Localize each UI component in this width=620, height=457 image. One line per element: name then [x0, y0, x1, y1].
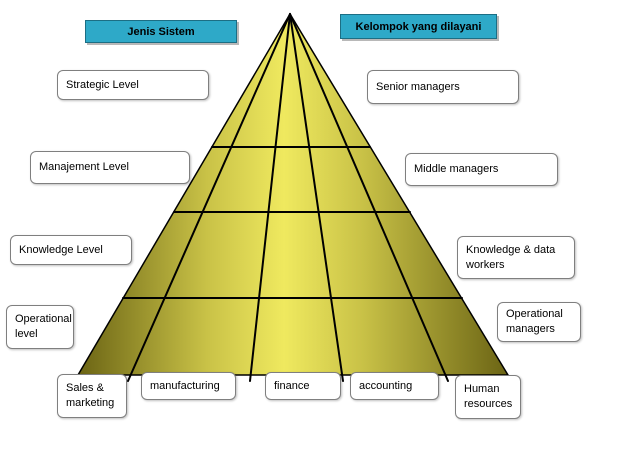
label-accounting: accounting: [350, 372, 439, 400]
label-operational-level: Operational level: [6, 305, 74, 349]
function-divider-2: [249, 13, 291, 382]
label-knowledge-level: Knowledge Level: [10, 235, 132, 265]
function-divider-4: [289, 13, 449, 382]
label-sales-marketing: Sales & marketing: [57, 374, 127, 418]
pyramid-shape: [76, 12, 510, 376]
label-senior-managers: Senior managers: [367, 70, 519, 104]
header-kelompok-yang-dilayani: Kelompok yang dilayani: [340, 14, 497, 39]
label-operational-managers: Operational managers: [497, 302, 581, 342]
label-manufacturing: manufacturing: [141, 372, 236, 400]
header-jenis-sistem: Jenis Sistem: [85, 20, 237, 43]
function-divider-1: [127, 13, 291, 382]
label-middle-managers: Middle managers: [405, 153, 558, 186]
function-divider-3: [289, 13, 344, 382]
label-strategic-level: Strategic Level: [57, 70, 209, 100]
label-human-resources: Human resources: [455, 375, 521, 419]
label-knowledge-data-workers: Knowledge & data workers: [457, 236, 575, 279]
label-finance: finance: [265, 372, 341, 400]
label-manajement-level: Manajement Level: [30, 151, 190, 184]
